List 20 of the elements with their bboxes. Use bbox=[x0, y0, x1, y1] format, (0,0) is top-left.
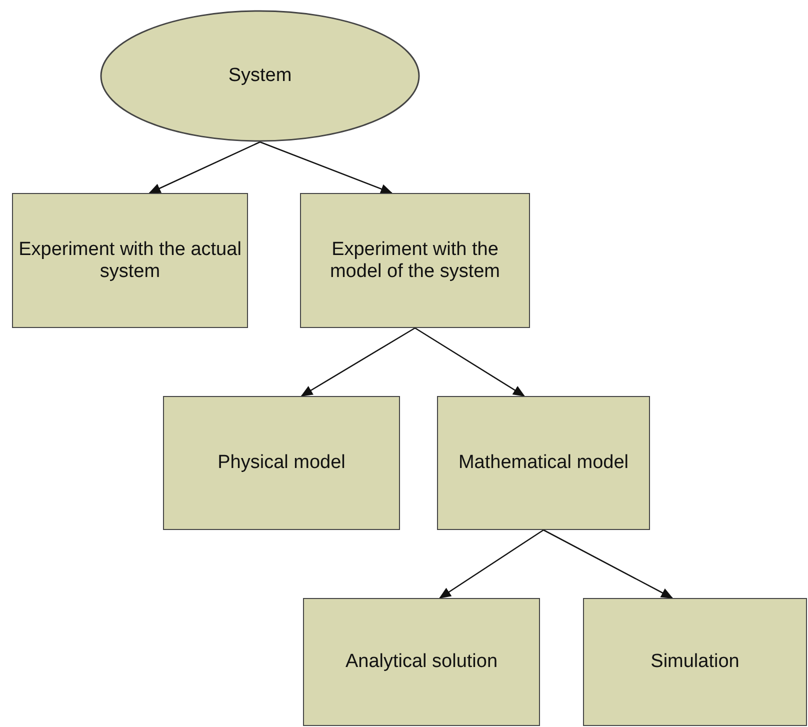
arrow bbox=[414, 327, 526, 397]
process-box bbox=[303, 598, 540, 726]
process-box bbox=[437, 396, 650, 530]
arrow bbox=[300, 327, 416, 397]
node-label: Analytical solution bbox=[345, 651, 498, 673]
process-box bbox=[583, 598, 807, 726]
arrow bbox=[260, 141, 393, 194]
node-label: Experiment with the model of the system bbox=[328, 238, 502, 282]
arrow bbox=[543, 529, 674, 599]
node-label: Experiment with the actual system bbox=[18, 238, 242, 282]
arrow bbox=[148, 141, 260, 194]
process-box bbox=[12, 193, 248, 328]
node-label: Mathematical model bbox=[458, 452, 629, 474]
arrow bbox=[438, 529, 544, 599]
process-box bbox=[163, 396, 400, 530]
process-box bbox=[300, 193, 530, 328]
node-label: Simulation bbox=[650, 651, 740, 673]
node-label: Physical model bbox=[218, 452, 346, 474]
ellipse-node bbox=[100, 10, 420, 142]
node-label: System bbox=[228, 65, 292, 87]
